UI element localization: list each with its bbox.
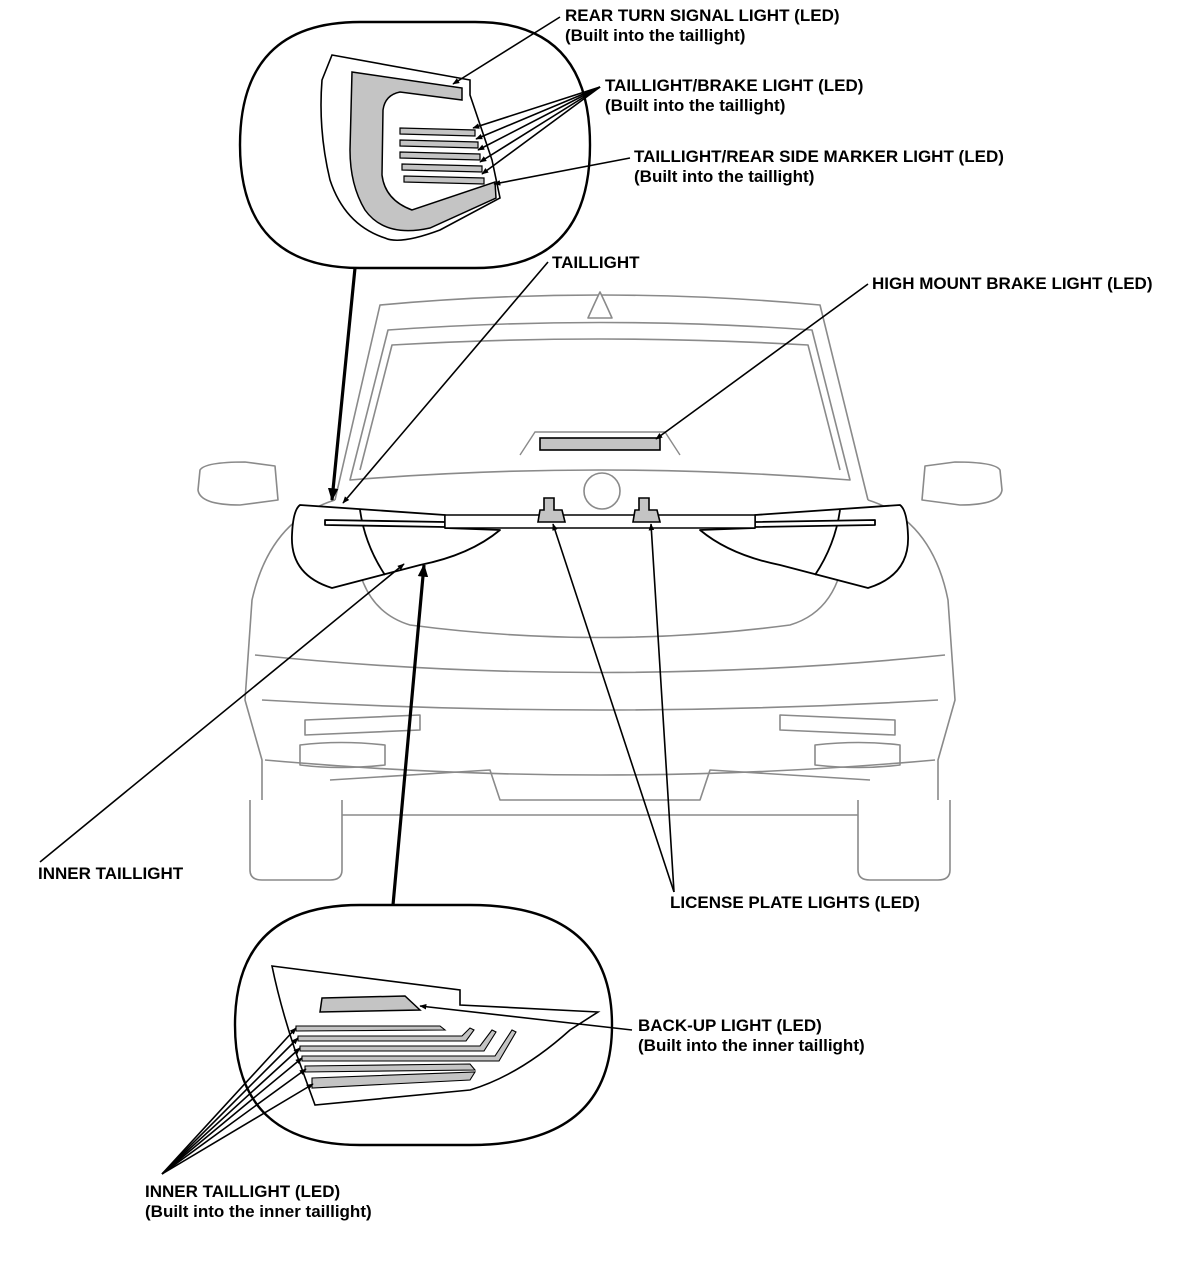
right-light-bar — [754, 519, 876, 528]
inner-led-bar-5 — [304, 1063, 477, 1073]
rear-glass-outer — [349, 321, 851, 481]
high-mount-housing — [519, 431, 681, 456]
label-rear-turn-signal: REAR TURN SIGNAL LIGHT (LED) (Built into… — [565, 6, 840, 46]
right-reflector — [779, 714, 896, 736]
leader-brake-4 — [479, 86, 601, 163]
car-taillights — [291, 504, 909, 589]
right-tire — [857, 800, 951, 881]
leader-inner-led-2 — [161, 1037, 299, 1175]
lower-zoom-connector — [391, 563, 429, 906]
leader-brake-2 — [475, 86, 601, 140]
label-taillight-brake: TAILLIGHT/BRAKE LIGHT (LED) (Built into … — [605, 76, 863, 116]
label-backup-light-line2: (Built into the inner taillight) — [638, 1036, 865, 1055]
leader-lines — [39, 16, 869, 1175]
label-taillight-side-marker-line2: (Built into the taillight) — [634, 167, 815, 186]
zoom-connectors — [327, 267, 429, 906]
trunk-garnish — [444, 514, 756, 529]
leader-brake-1 — [472, 86, 601, 129]
left-tire — [249, 800, 343, 881]
leader-inner-led-5 — [161, 1068, 307, 1175]
label-rear-turn-signal-line1: REAR TURN SIGNAL LIGHT (LED) — [565, 6, 840, 25]
leader-side-marker — [493, 157, 631, 186]
left-light-bar — [324, 519, 446, 528]
car-rear-view — [197, 291, 1003, 881]
license-light-left — [537, 497, 567, 523]
label-inner-taillight-led-line2: (Built into the inner taillight) — [145, 1202, 372, 1221]
leader-inner-led-6 — [161, 1083, 314, 1175]
brake-bar-5 — [403, 175, 485, 185]
leader-brake-3 — [477, 86, 601, 151]
label-high-mount-brake: HIGH MOUNT BRAKE LIGHT (LED) — [872, 274, 1153, 293]
high-mount-brake-light-shape — [539, 437, 661, 451]
inner-led-bar-1 — [295, 1025, 447, 1032]
leader-license-left — [552, 523, 675, 893]
taillight-zoom-bubble — [238, 20, 592, 270]
label-taillight-brake-line2: (Built into the taillight) — [605, 96, 786, 115]
upper-zoom-connector — [327, 267, 357, 502]
left-exhaust — [299, 741, 386, 769]
leader-high-mount — [655, 283, 869, 440]
leader-taillight — [342, 261, 549, 504]
fuel-door — [583, 472, 621, 510]
leader-backup — [419, 1003, 633, 1031]
right-exhaust — [814, 741, 901, 769]
brake-bar-4 — [401, 163, 483, 173]
leader-inner-taillight — [39, 563, 405, 863]
label-inner-taillight-led: INNER TAILLIGHT (LED) (Built into the in… — [145, 1182, 372, 1222]
label-taillight: TAILLIGHT — [552, 253, 640, 272]
label-license-plate-lights: LICENSE PLATE LIGHTS (LED) — [670, 893, 920, 912]
brake-bar-1 — [399, 127, 476, 137]
label-taillight-side-marker-line1: TAILLIGHT/REAR SIDE MARKER LIGHT (LED) — [634, 147, 1004, 166]
label-taillight-brake-line1: TAILLIGHT/BRAKE LIGHT (LED) — [605, 76, 864, 95]
label-inner-taillight: INNER TAILLIGHT — [38, 864, 184, 883]
backup-light-segment — [319, 995, 422, 1013]
right-inner-divider — [814, 509, 841, 576]
license-light-right — [632, 497, 662, 523]
leader-rear-turn-signal — [452, 16, 561, 85]
brake-bar-2 — [399, 139, 479, 149]
left-mirror — [197, 461, 279, 506]
left-inner-divider — [359, 509, 386, 576]
label-taillight-side-marker: TAILLIGHT/REAR SIDE MARKER LIGHT (LED) (… — [634, 147, 1004, 187]
brake-bar-3 — [399, 151, 481, 161]
label-backup-light-line1: BACK-UP LIGHT (LED) — [638, 1016, 822, 1035]
leader-inner-led-1 — [161, 1027, 297, 1175]
leader-inner-led-4 — [161, 1057, 303, 1175]
turn-signal-segment — [349, 71, 497, 232]
bumper-top — [254, 654, 946, 674]
leader-license-right — [648, 523, 675, 893]
label-rear-turn-signal-line2: (Built into the taillight) — [565, 26, 746, 45]
trunk-lid — [354, 544, 846, 639]
bumper-line — [261, 699, 939, 711]
rear-glass-inner — [359, 338, 841, 471]
leader-brake-5 — [481, 86, 601, 175]
license-plate-lights — [537, 497, 662, 523]
left-reflector — [304, 714, 421, 736]
inner-taillight-zoom-bubble — [233, 903, 614, 1147]
diffuser — [329, 769, 871, 801]
leader-inner-led-3 — [161, 1047, 301, 1175]
label-inner-taillight-led-line1: INNER TAILLIGHT (LED) — [145, 1182, 341, 1201]
right-mirror — [921, 461, 1003, 506]
antenna — [587, 291, 613, 319]
label-backup-light: BACK-UP LIGHT (LED) (Built into the inne… — [638, 1016, 865, 1056]
